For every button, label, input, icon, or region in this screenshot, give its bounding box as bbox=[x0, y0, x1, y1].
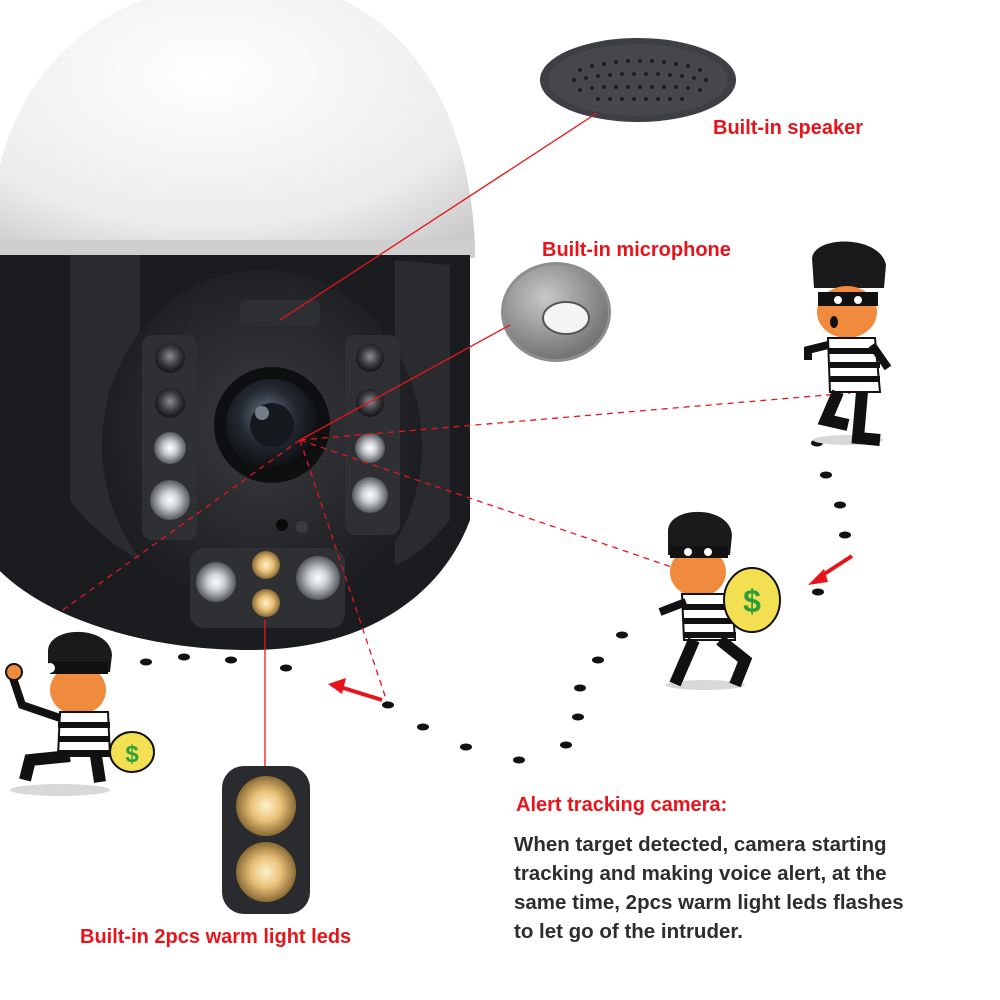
alert-description: When target detected, camera starting tr… bbox=[514, 830, 984, 946]
warm-light-panel bbox=[190, 548, 345, 628]
ir-led-right bbox=[345, 335, 400, 535]
alert-title: Alert tracking camera: bbox=[516, 794, 728, 816]
tracking-lines bbox=[59, 392, 851, 706]
camera-lens bbox=[214, 367, 330, 483]
microphone-label: Built-in microphone bbox=[542, 239, 731, 261]
thief-figure-middle: $ bbox=[658, 511, 781, 690]
thief-figure-left: $ bbox=[5, 631, 155, 796]
microphone-zoom-image bbox=[501, 262, 611, 362]
money-bag-icon: $ bbox=[723, 567, 781, 633]
description-line: When target detected, camera starting bbox=[514, 833, 887, 856]
warm-leds-label: Built-in 2pcs warm light leds bbox=[80, 926, 352, 948]
arrow-icon-right bbox=[808, 554, 854, 585]
callout-lines bbox=[264, 112, 598, 766]
warm-led-zoom-image bbox=[222, 766, 310, 914]
svg-text:$: $ bbox=[743, 583, 761, 619]
speaker-zoom-image bbox=[540, 38, 736, 122]
speaker-grille bbox=[240, 300, 320, 326]
speaker-label: Built-in speaker bbox=[713, 117, 864, 139]
description-line: same time, 2pcs warm light leds flashes bbox=[514, 891, 904, 914]
money-bag-icon: $ bbox=[109, 731, 155, 773]
description-line: tracking and making voice alert, at the bbox=[514, 862, 887, 885]
svg-text:$: $ bbox=[125, 741, 139, 768]
description-line: to let go of the intruder. bbox=[514, 920, 743, 943]
camera-dome bbox=[0, 0, 475, 258]
ir-led-left bbox=[142, 335, 197, 540]
camera-body bbox=[0, 255, 470, 650]
thief-figure-top bbox=[804, 241, 892, 446]
arrow-icon-left bbox=[328, 678, 383, 702]
